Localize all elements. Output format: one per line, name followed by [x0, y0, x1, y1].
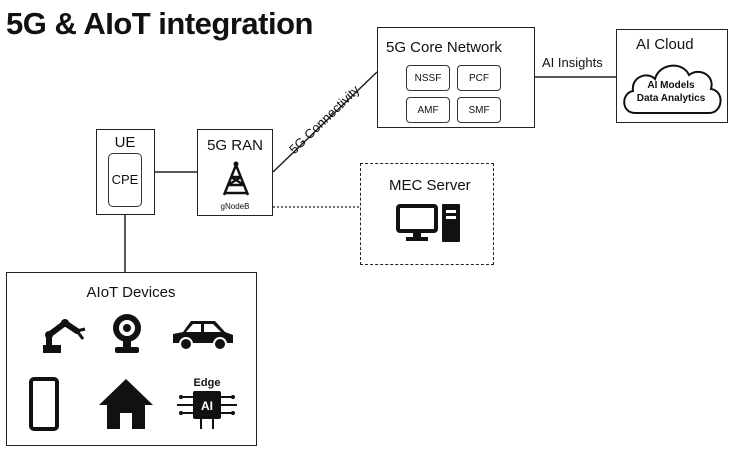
ai-cloud-label: AI Cloud	[636, 36, 694, 53]
nf-smf: SMF	[457, 97, 501, 123]
cell-tower-icon	[222, 161, 250, 196]
home-icon	[99, 379, 153, 429]
ai-cloud-box: AI Cloud AI Models Data Analytics	[616, 29, 728, 123]
mec-server-box: MEC Server	[360, 163, 494, 265]
ue-label: UE	[114, 134, 136, 151]
mec-server-label: MEC Server	[389, 177, 471, 194]
ai-insights-label: AI Insights	[542, 55, 603, 70]
gnodeb-label: gNodeB	[220, 202, 250, 211]
edge-ai-chip-icon	[177, 391, 237, 429]
smartphone-icon	[29, 377, 59, 431]
nf-amf: AMF	[406, 97, 450, 123]
webcam-icon	[113, 314, 141, 353]
aiot-devices-box: AIoT Devices Edge AI	[6, 272, 257, 446]
ue-box: UE CPE	[96, 129, 155, 215]
ai-chip-label: AI	[201, 399, 213, 413]
aiot-devices-label: AIoT Devices	[86, 284, 176, 301]
ran-label: 5G RAN	[207, 137, 263, 154]
robot-arm-icon	[43, 319, 86, 353]
cpe-device: CPE	[108, 153, 142, 207]
nf-pcf: PCF	[457, 65, 501, 91]
cloud-line-2: Data Analytics	[636, 93, 706, 104]
edge-label: Edge	[193, 377, 221, 389]
cloud-line-1: AI Models	[647, 80, 695, 91]
ran-box: 5G RAN gNodeB	[197, 129, 273, 216]
page-title: 5G & AIoT integration	[6, 6, 313, 41]
ran-to-core-line	[272, 71, 378, 173]
core-network-box: 5G Core Network NSSF PCF AMF SMF	[377, 27, 535, 128]
desktop-computer-icon	[396, 204, 460, 242]
cloud-icon	[623, 64, 722, 114]
core-network-label: 5G Core Network	[386, 39, 502, 56]
car-icon	[173, 321, 233, 351]
cpe-label: CPE	[111, 172, 139, 187]
nf-nssf: NSSF	[406, 65, 450, 91]
